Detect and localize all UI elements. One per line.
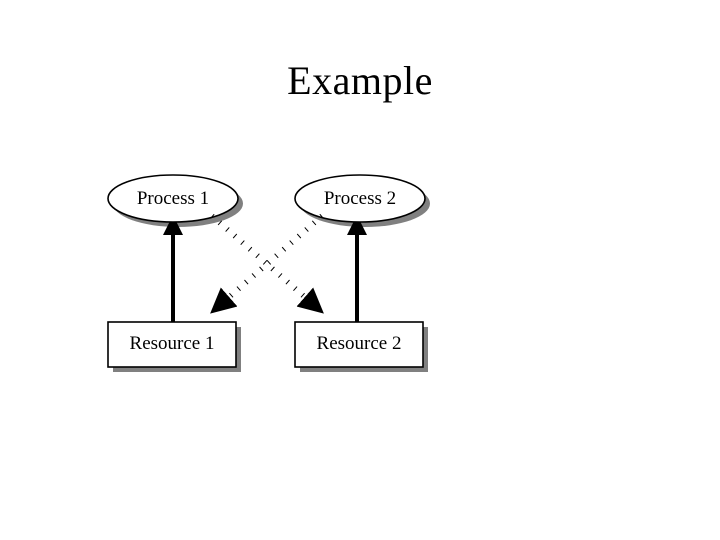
node-process-2[interactable] <box>294 174 426 223</box>
node-resource-1[interactable] <box>107 321 237 368</box>
edge-process-2-to-resource-1 <box>210 213 324 315</box>
node-resource-2[interactable] <box>294 321 424 368</box>
edge-layer-dotted <box>210 213 324 315</box>
node-layer <box>107 174 426 368</box>
edge-layer-solid <box>163 215 367 322</box>
node-process-1[interactable] <box>107 174 239 223</box>
edge-process-1-to-resource-2 <box>210 213 324 315</box>
page-title: Example <box>287 58 433 103</box>
